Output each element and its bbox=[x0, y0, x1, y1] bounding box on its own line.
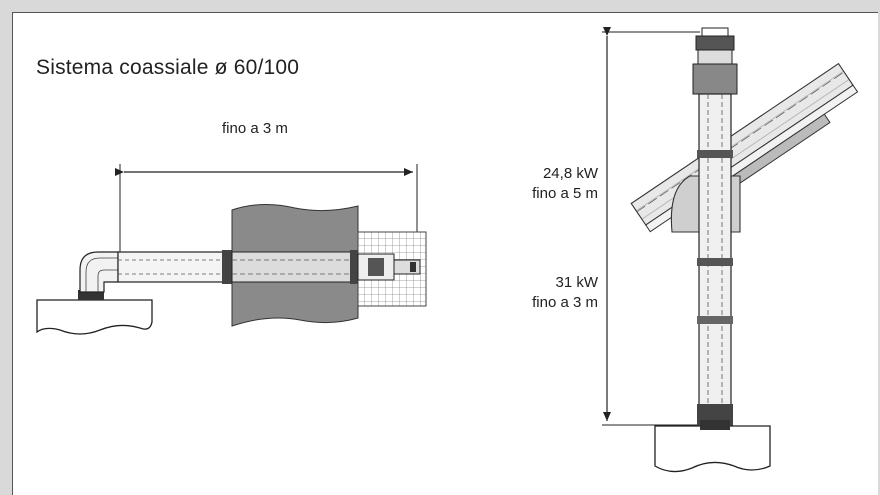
horizontal-dimension-line bbox=[115, 164, 418, 262]
vertical-system bbox=[602, 27, 859, 473]
vertical-label-24kw: 24,8 kW fino a 5 m bbox=[470, 164, 598, 204]
vertical-dimension-line bbox=[602, 27, 700, 426]
chimney-cap bbox=[692, 27, 738, 95]
boiler-connector-left bbox=[78, 290, 104, 300]
wall-section bbox=[231, 203, 360, 327]
wall-terminal bbox=[357, 231, 427, 307]
roof-section bbox=[630, 62, 859, 233]
boiler-base-left bbox=[36, 299, 153, 335]
length-3m: fino a 3 m bbox=[532, 294, 598, 311]
diagram-title: Sistema coassiale ø 60/100 bbox=[36, 56, 300, 79]
vertical-pipe bbox=[697, 93, 733, 426]
horizontal-pipe bbox=[117, 250, 234, 284]
vertical-label-31kw: 31 kW fino a 3 m bbox=[470, 273, 598, 313]
boiler-connector-right bbox=[700, 420, 730, 430]
boiler-base-right bbox=[654, 425, 771, 473]
length-5m: fino a 5 m bbox=[532, 185, 598, 202]
horizontal-length-label: fino a 3 m bbox=[222, 120, 288, 137]
power-24kw: 24,8 kW bbox=[542, 165, 598, 182]
horizontal-system bbox=[36, 164, 427, 335]
power-31kw: 31 kW bbox=[555, 274, 598, 291]
